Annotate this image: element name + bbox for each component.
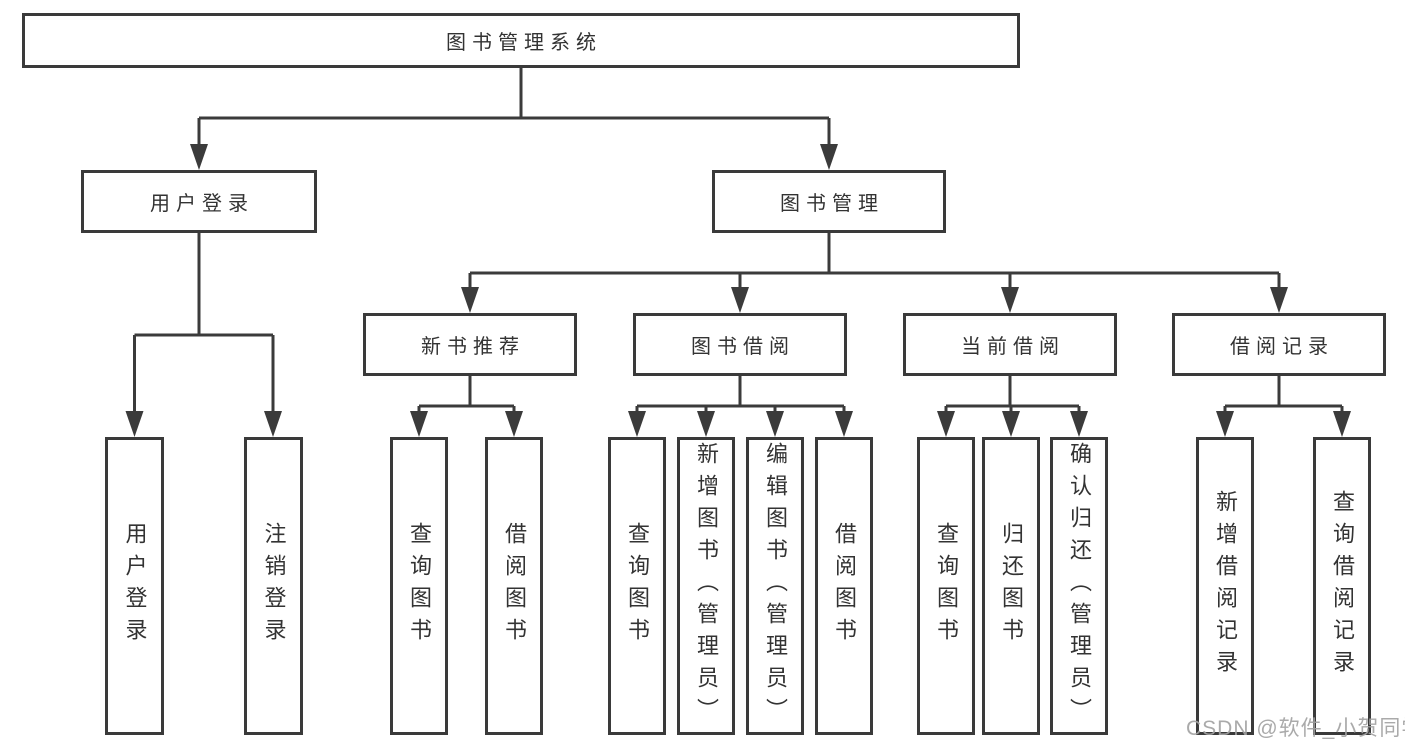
leaf-label: 查询图书 bbox=[407, 522, 432, 650]
leaf-logout: 注销登录 bbox=[244, 437, 303, 735]
leaf-confirm-return-admin: 确认归还（管理员） bbox=[1050, 437, 1108, 735]
leaf-label: 查询借阅记录 bbox=[1330, 490, 1355, 682]
csdn-watermark: CSDN @软件_小贺同学 bbox=[1186, 717, 1405, 740]
leaf-return-book: 归还图书 bbox=[982, 437, 1040, 735]
node-borrowing-records: 借阅记录 bbox=[1172, 313, 1386, 376]
leaf-edit-book-admin: 编辑图书（管理员） bbox=[746, 437, 804, 735]
leaf-label: 确认归还（管理员） bbox=[1067, 442, 1092, 730]
leaf-label: 注销登录 bbox=[261, 522, 287, 650]
node-label: 新书推荐 bbox=[421, 336, 525, 358]
node-book-borrowing: 图书借阅 bbox=[633, 313, 847, 376]
node-user-login-branch: 用户登录 bbox=[81, 170, 317, 233]
node-label: 当前借阅 bbox=[961, 336, 1065, 358]
leaf-borrow-books-borrowing: 借阅图书 bbox=[815, 437, 873, 735]
leaf-label: 新增借阅记录 bbox=[1213, 490, 1238, 682]
leaf-label: 编辑图书（管理员） bbox=[763, 442, 788, 730]
leaf-query-books-borrowing: 查询图书 bbox=[608, 437, 666, 735]
node-label: 用户登录 bbox=[150, 193, 254, 215]
node-current-borrowing: 当前借阅 bbox=[903, 313, 1117, 376]
leaf-borrow-books-recommend: 借阅图书 bbox=[485, 437, 543, 735]
node-book-management-branch: 图书管理 bbox=[712, 170, 946, 233]
leaf-add-book-admin: 新增图书（管理员） bbox=[677, 437, 735, 735]
node-label: 图书借阅 bbox=[691, 336, 795, 358]
node-label: 借阅记录 bbox=[1230, 336, 1334, 358]
leaf-query-borrow-record: 查询借阅记录 bbox=[1313, 437, 1371, 735]
leaf-label: 用户登录 bbox=[122, 522, 148, 650]
leaf-label: 新增图书（管理员） bbox=[694, 442, 719, 730]
leaf-user-login: 用户登录 bbox=[105, 437, 164, 735]
leaf-label: 归还图书 bbox=[999, 522, 1024, 650]
leaf-label: 借阅图书 bbox=[832, 522, 857, 650]
leaf-query-books-current: 查询图书 bbox=[917, 437, 975, 735]
node-label: 图书管理系统 bbox=[446, 32, 602, 54]
leaf-label: 查询图书 bbox=[625, 522, 650, 650]
node-root-system: 图书管理系统 bbox=[22, 13, 1020, 68]
leaf-label: 借阅图书 bbox=[502, 522, 527, 650]
leaf-query-books-recommend: 查询图书 bbox=[390, 437, 448, 735]
arrowheads bbox=[125, 144, 1351, 437]
node-new-book-recommend: 新书推荐 bbox=[363, 313, 577, 376]
node-label: 图书管理 bbox=[780, 193, 884, 215]
leaf-label: 查询图书 bbox=[934, 522, 959, 650]
leaf-add-borrow-record: 新增借阅记录 bbox=[1196, 437, 1254, 735]
